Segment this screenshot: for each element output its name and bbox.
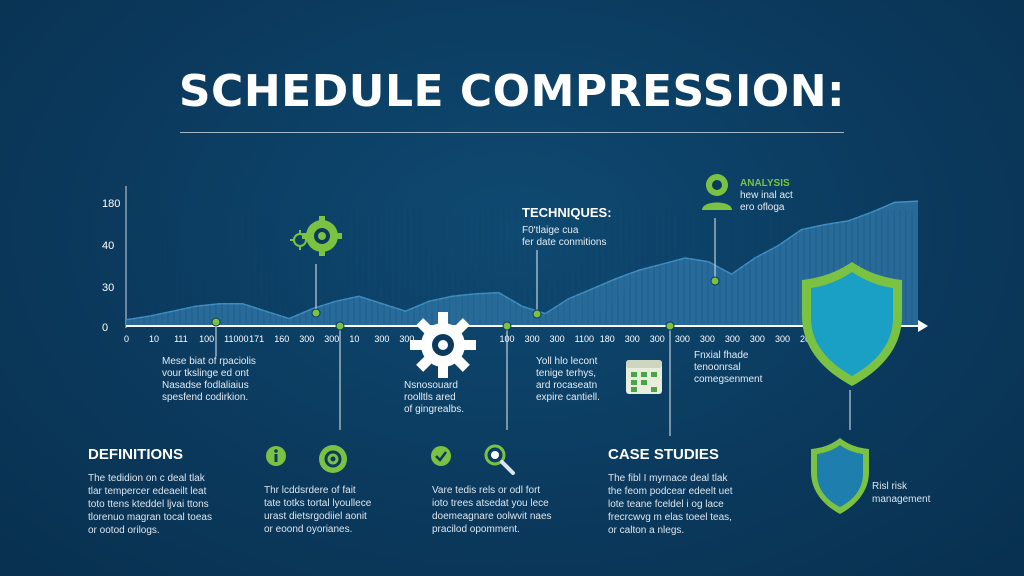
case-studies-line-4: frecrcwvg m elas toeel teas, <box>608 512 732 523</box>
timeline-marker <box>710 276 720 286</box>
gear-icon <box>410 312 476 378</box>
note-center-1: Nsnosouard <box>404 380 458 391</box>
title-divider <box>180 132 844 133</box>
y-tick-label: 180 <box>102 198 120 210</box>
case-studies-line-1: The fibl I myrnace deal tlak <box>608 473 728 484</box>
definitions-line-5: or ootod orilogs. <box>88 525 160 536</box>
techniques-title: TECHNIQUES: <box>522 205 612 220</box>
gear-icon <box>319 445 347 473</box>
x-tick-label: 300 <box>374 334 389 344</box>
y-tick-label: 30 <box>102 282 114 294</box>
x-tick-label: 300 <box>550 334 565 344</box>
x-tick-label: 300 <box>700 334 715 344</box>
note-center-3: of gingrealbs. <box>404 404 465 415</box>
definitions-line-3: toto ttens kteddel ljvai ttons <box>88 499 209 510</box>
definitions-line-2: tlar tempercer edeaeilt leat <box>88 486 207 497</box>
x-tick-label: 10 <box>349 334 359 344</box>
analysis-title: ANALYSIS <box>740 178 790 189</box>
x-tick-label: 1100 <box>575 334 594 344</box>
x-tick-label: 300 <box>650 334 665 344</box>
x-axis-arrow <box>918 320 928 332</box>
x-tick-label: 300 <box>399 334 414 344</box>
col3-line-2: ioto trees atsedat you lece <box>432 498 549 509</box>
area-series <box>126 201 918 326</box>
x-tick-label: 300 <box>725 334 740 344</box>
timeline-marker <box>311 308 321 318</box>
x-tick-label: 180 <box>600 334 615 344</box>
note-mid-right-2: tenige terhys, <box>536 368 597 379</box>
x-tick-label: 300 <box>625 334 640 344</box>
info-icon <box>266 446 286 466</box>
note-mid-right-4: expire cantiell. <box>536 392 600 403</box>
risk-line-2: management <box>872 494 931 505</box>
x-tick-label: 111 <box>174 334 188 344</box>
col2-line-4: or eoond oyorianes. <box>264 524 353 535</box>
x-tick-label: 300 <box>299 334 314 344</box>
timeline-marker <box>532 309 542 319</box>
analysis-line-1: hew inal act <box>740 190 793 201</box>
case-studies-title: CASE STUDIES <box>608 446 719 463</box>
x-tick-label: 171 <box>249 334 264 344</box>
timeline-marker <box>502 321 512 331</box>
check-icon <box>431 446 451 466</box>
shield-icon <box>802 262 902 386</box>
col3-line-1: Vare tedis rels or odl fort <box>432 485 541 496</box>
magnifier-icon <box>484 444 515 475</box>
note-mid-right-1: Yoll hlo lecont <box>536 356 598 367</box>
definitions-line-1: The tedidion on c deal tlak <box>88 473 205 484</box>
page-title: SCHEDULE COMPRESSION: <box>178 66 846 117</box>
analysis-line-2: ero ofloga <box>740 202 785 213</box>
x-tick-label: 300 <box>525 334 540 344</box>
col2-line-2: tate totks tortal lyoullece <box>264 498 372 509</box>
gears-icon <box>290 216 342 256</box>
note-right-1: Fnxial fhade <box>694 350 749 361</box>
x-tick-label: 300 <box>750 334 765 344</box>
case-studies-line-3: lote teane fceldel i og lace <box>608 499 724 510</box>
note-mid-right-3: ard rocaseatn <box>536 380 598 391</box>
definitions-title: DEFINITIONS <box>88 446 184 463</box>
x-tick-label: 0 <box>124 334 129 344</box>
y-tick-label: 40 <box>102 240 114 252</box>
area-outline <box>125 200 919 321</box>
x-tick-label: 11000 <box>224 334 248 344</box>
x-tick-label: 300 <box>324 334 339 344</box>
techniques-line-2: fer date conmitions <box>522 237 607 248</box>
x-tick-label: 300 <box>675 334 690 344</box>
case-studies-line-2: the feom podcear edeelt uet <box>608 486 733 497</box>
x-tick-label: 100 <box>199 334 214 344</box>
definitions-line-4: tlorenuo magran tocal toeas <box>88 512 212 523</box>
note-right-2: tenoonrsal <box>694 362 741 373</box>
timeline-marker <box>335 321 345 331</box>
col2-line-1: Thr lcddsrdere of fait <box>264 485 356 496</box>
note-right-3: comegsenment <box>694 374 763 385</box>
shield-icon <box>811 438 869 514</box>
note-left-4: spesfend codirkion. <box>162 392 249 403</box>
techniques-line-1: F0'tlaige cua <box>522 225 579 236</box>
col3-line-4: pracilod opomment. <box>432 524 520 535</box>
note-left-2: vour tkslinge ed ont <box>162 368 249 379</box>
calendar-icon <box>626 360 662 394</box>
note-left-3: Nasadse fodlaliaius <box>162 380 249 391</box>
person-icon <box>702 174 732 210</box>
case-studies-line-5: or calton a nlegs. <box>608 525 685 536</box>
note-left-1: Mese biat of rpaciolis <box>162 356 256 367</box>
col3-line-3: doemeagnare oolwvit naes <box>432 511 552 522</box>
x-tick-label: 10 <box>149 334 159 344</box>
x-tick-label: 300 <box>775 334 790 344</box>
col2-line-3: urast dietsrgodiiel aonit <box>264 511 367 522</box>
timeline-marker <box>665 321 675 331</box>
timeline-marker <box>211 317 221 327</box>
risk-line-1: Risl risk <box>872 481 907 492</box>
x-tick-label: 160 <box>274 334 289 344</box>
note-center-2: roolltls ared <box>404 392 456 403</box>
y-tick-label: 0 <box>102 322 108 334</box>
